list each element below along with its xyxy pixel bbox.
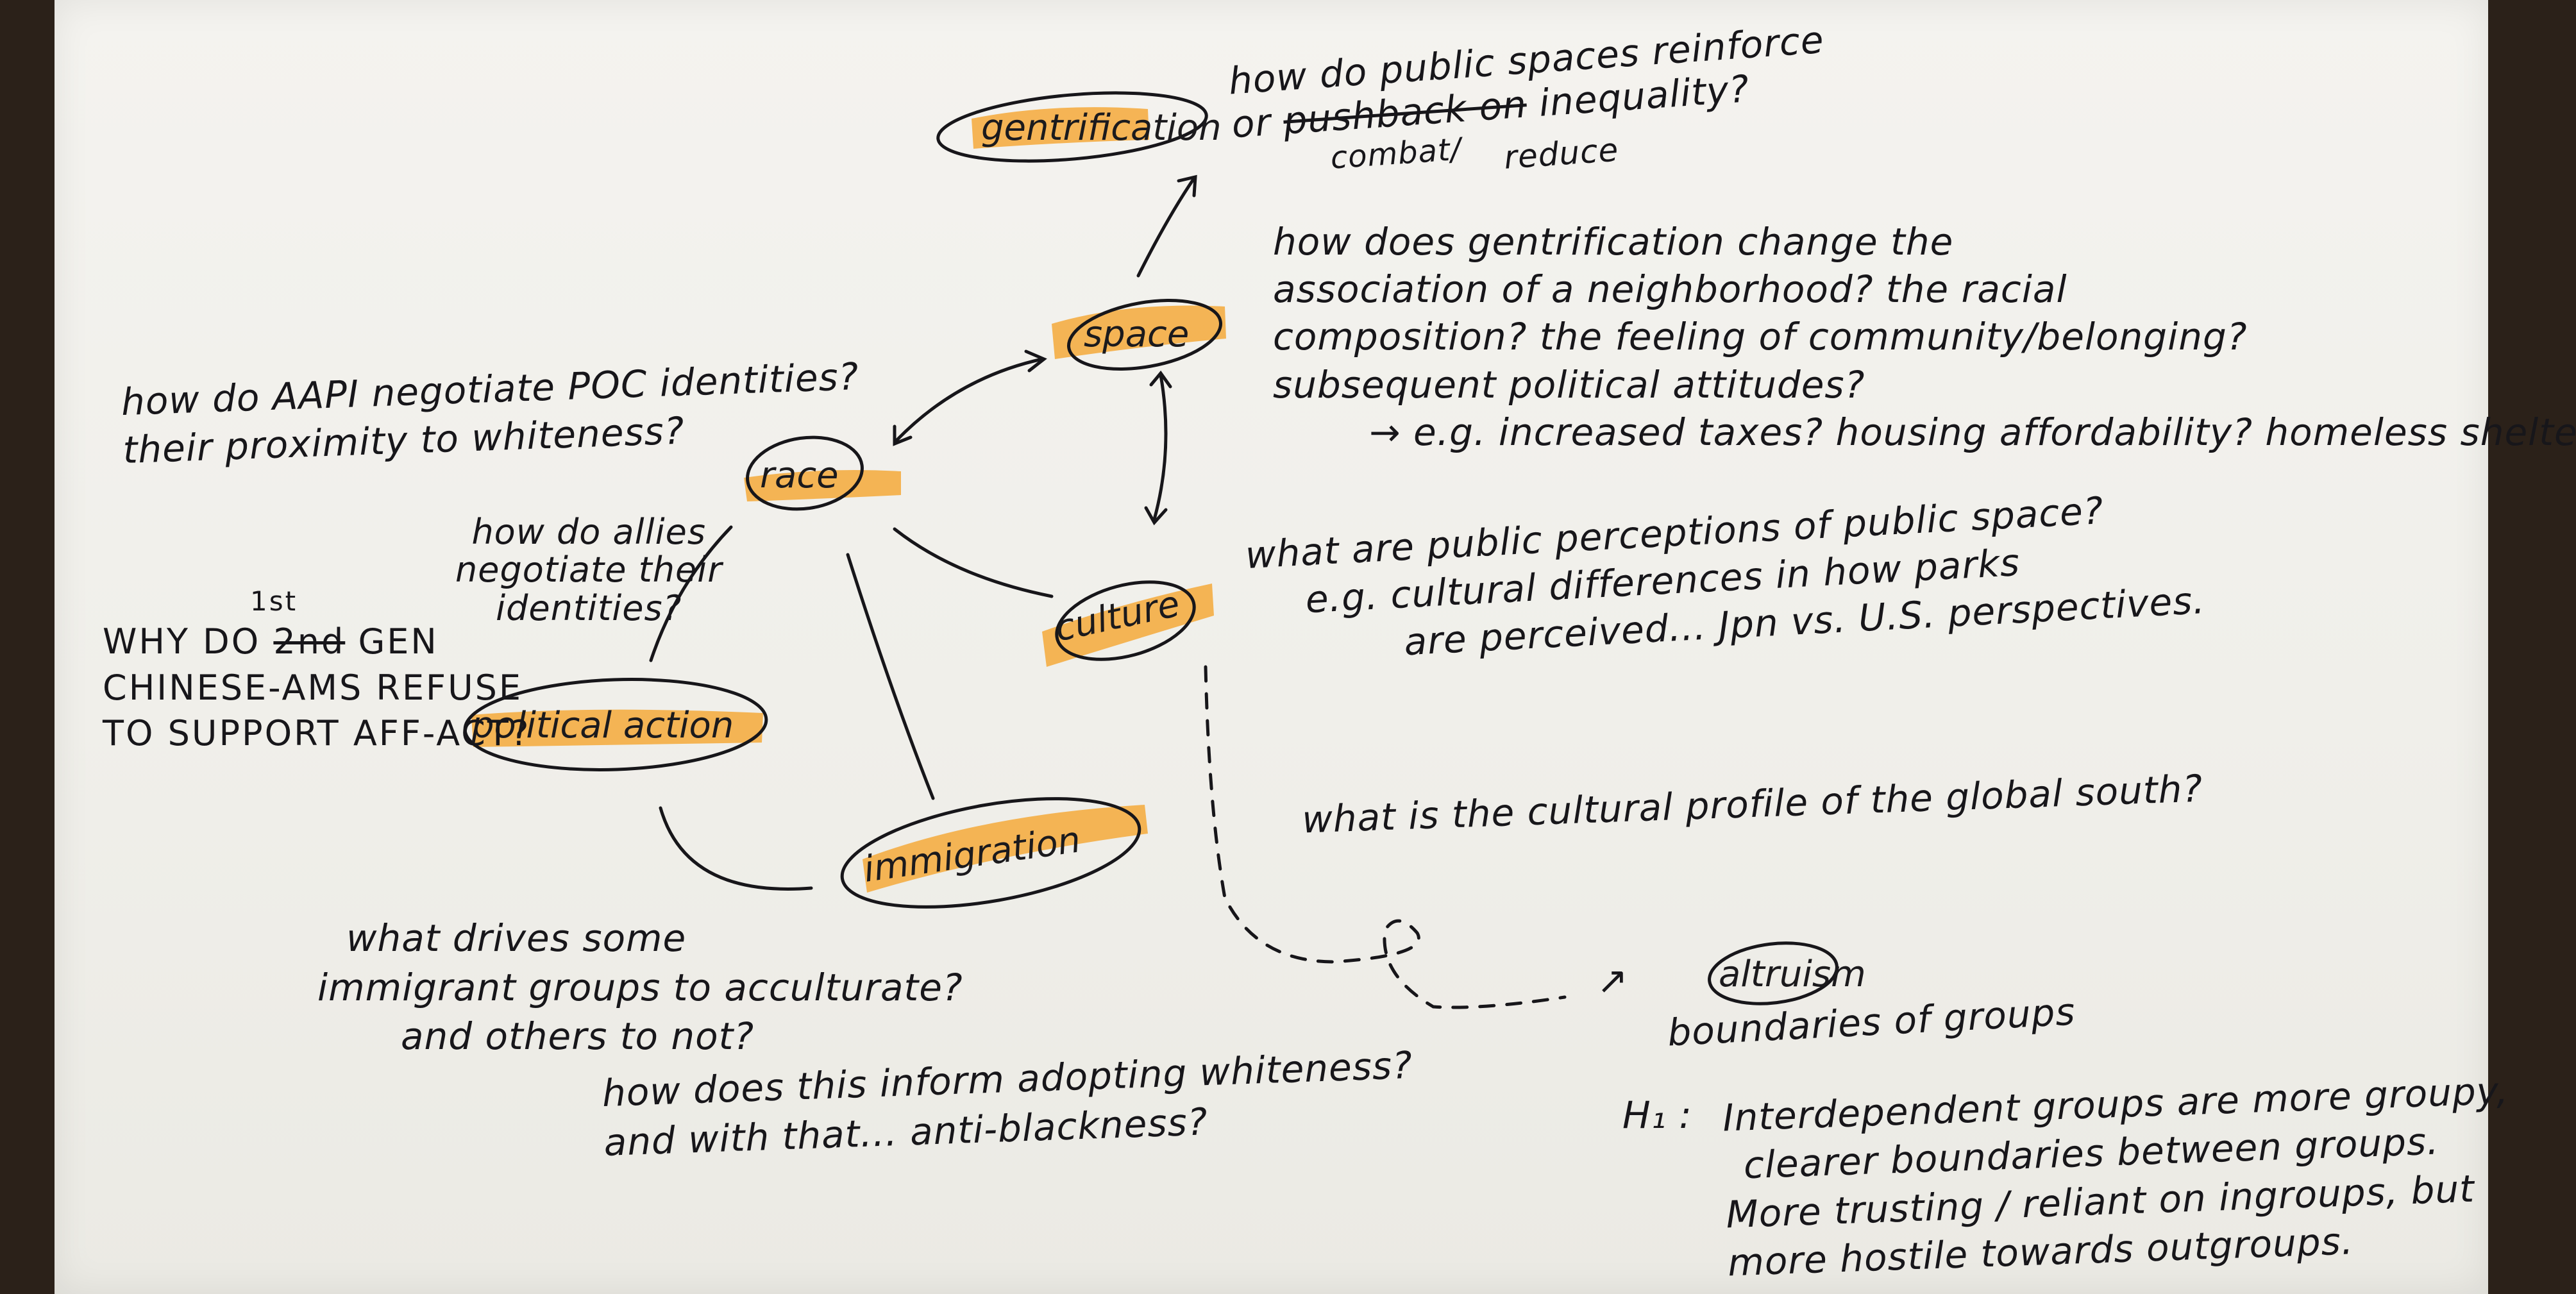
aff-act-line3: TO SUPPORT AFF-ACT? [103,712,531,753]
race-to-culture-connector [893,527,1054,598]
highlight-political-action [471,709,763,747]
highlight-culture [1042,584,1214,667]
highlight-immigration [863,805,1148,893]
acculturate-q-line3: and others to not? [401,1014,755,1059]
gentrification-arrowhead [1177,174,1197,197]
space-arrowhead [1024,349,1047,373]
space-q-line5: → e.g. increased taxes? housing affordab… [1369,410,2576,454]
space-question: how does gentrification change the assoc… [1273,218,2576,456]
race-to-immigration-connector [846,553,935,800]
aff-act-question: 1st WHY DO 2nd GEN CHINESE-AMS REFUSE TO… [103,584,531,756]
space-culture-arrowhead-bottom [1144,506,1168,526]
race-to-space-connector [893,357,1044,444]
aff-act-gen: GEN [358,621,439,662]
acculturate-question: what drives some immigrant groups to acc… [317,914,963,1061]
political-to-immigration-connector [659,806,813,891]
aff-act-why-do: WHY DO [103,621,261,662]
node-race: race [760,455,839,496]
aff-act-line2: CHINESE-AMS REFUSE [103,667,523,708]
aff-act-struck: 2nd [273,621,346,662]
political-action-ellipse [463,678,768,771]
culture-to-altruism-connector [1204,665,1567,1009]
node-gentrification: gentrification [981,107,1222,149]
space-q-line3: composition? the feeling of community/be… [1273,315,2248,359]
connectors [649,174,1567,1009]
space-q-line4: subsequent political attitudes? [1273,362,1865,407]
immigration-ellipse [840,797,1141,909]
aff-act-superscript: 1st [250,585,298,617]
allies-q-line2: negotiate their [455,550,723,591]
space-culture-arrowhead-top [1149,370,1172,389]
altruism-arrow: ↗ [1597,959,1629,1002]
highlighter-marks [471,107,1226,893]
node-outlines [463,91,1839,1005]
allies-question: how do allies negotiate their identities… [455,512,723,628]
altruism-ellipse [1708,941,1839,1005]
node-altruism: altruism [1719,954,1866,995]
aff-act-line1: WHY DO 2nd GEN [103,619,531,664]
space-culture-connector [1152,373,1168,521]
gentrification-ellipse [936,91,1208,163]
space-ellipse [1067,299,1222,371]
paper-sheet [55,0,2488,1294]
culture-ellipse [1055,580,1196,661]
highlight-gentrification [972,107,1149,149]
political-to-race-connector [649,525,733,662]
space-q-line2: association of a neighborhood? the racia… [1273,267,2067,312]
race-ellipse [746,435,864,511]
space-to-gentrification-connector [1136,176,1196,278]
node-space: space [1084,314,1189,355]
space-q-line1: how does gentrification change the [1273,220,1954,264]
hypothesis-label: H₁ : [1622,1093,1692,1137]
hypothesis-text: Interdependent groups are more groupy, c… [1722,1067,2514,1288]
race-arrowhead [893,424,913,446]
acculturate-q-line2: immigrant groups to acculturate? [317,965,963,1009]
gentrification-q-or: or [1230,100,1273,147]
node-political-action: political action [471,705,734,746]
allies-q-line1: how do allies [471,512,706,552]
acculturate-q-line1: what drives some [346,916,687,960]
allies-q-line3: identities? [496,587,682,628]
